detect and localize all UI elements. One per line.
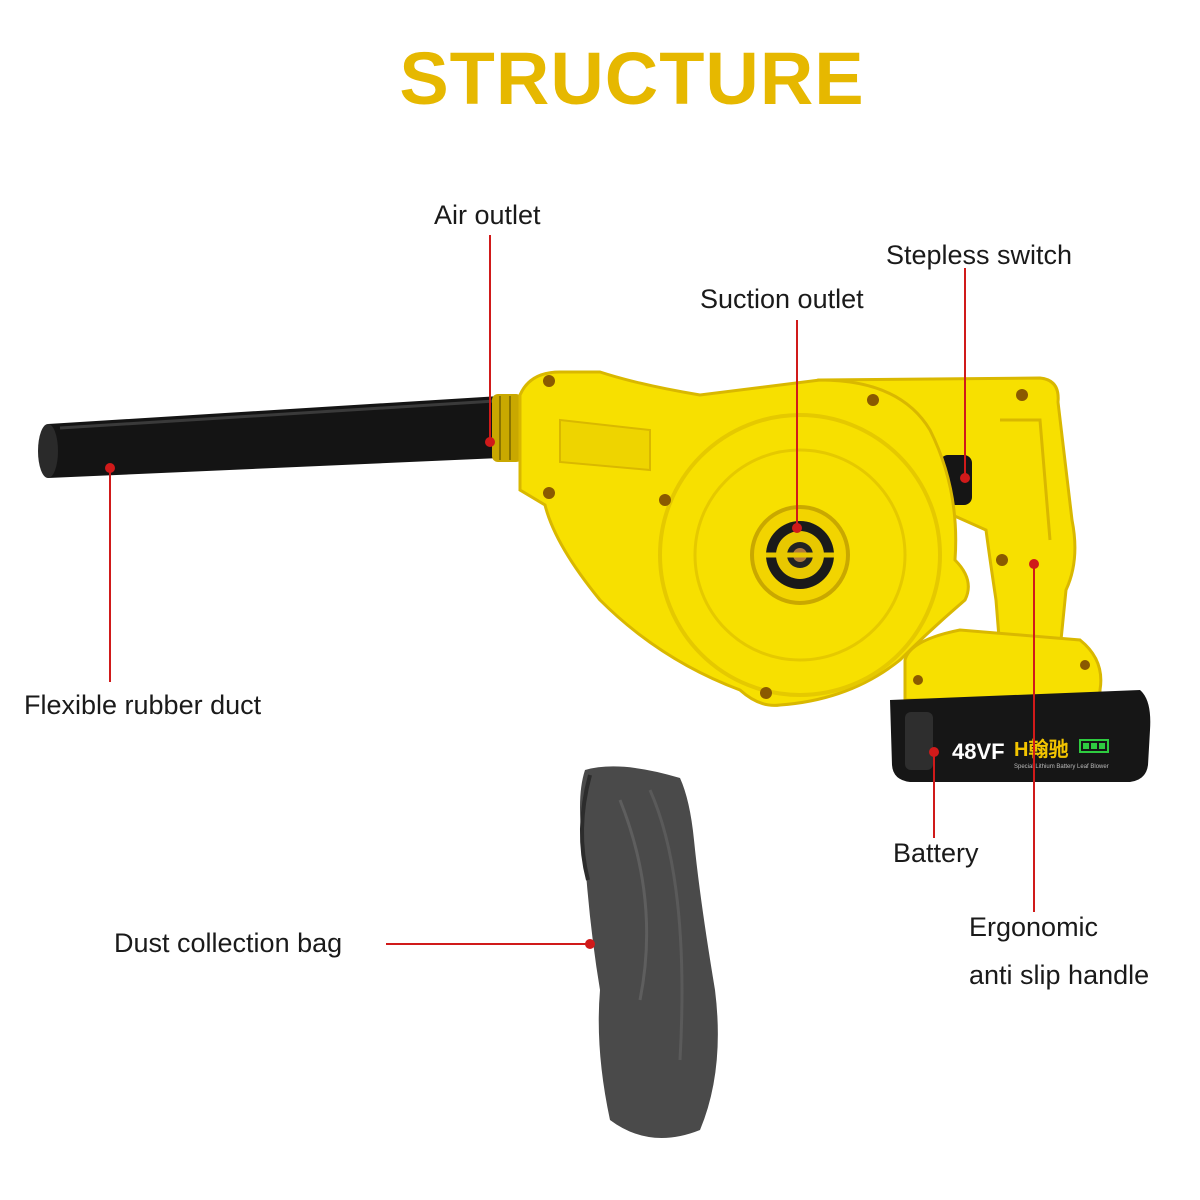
blower-housing bbox=[518, 370, 970, 707]
leader-lines bbox=[105, 235, 1039, 949]
label-handle-line2: anti slip handle bbox=[969, 960, 1150, 990]
label-air-outlet: Air outlet bbox=[434, 200, 541, 230]
label-handle-line1: Ergonomic bbox=[969, 912, 1099, 942]
battery-brand-text: H翰驰 bbox=[1014, 737, 1068, 761]
label-dust-bag: Dust collection bag bbox=[114, 928, 343, 958]
page-title: STRUCTURE bbox=[399, 37, 865, 120]
label-suction-outlet: Suction outlet bbox=[700, 284, 864, 314]
label-stepless-switch: Stepless switch bbox=[886, 240, 1073, 270]
suction-grille bbox=[750, 505, 850, 605]
blower-nozzle bbox=[38, 394, 522, 478]
battery-pack: 48VF H翰驰 Special Lithium Battery Leaf Bl… bbox=[890, 628, 1151, 782]
battery-subtitle-text: Special Lithium Battery Leaf Blower bbox=[1014, 764, 1109, 770]
dust-bag bbox=[579, 766, 718, 1138]
battery-model-text: 48VF bbox=[952, 739, 1005, 764]
label-battery: Battery bbox=[893, 838, 979, 868]
label-flexible-duct: Flexible rubber duct bbox=[24, 690, 262, 720]
